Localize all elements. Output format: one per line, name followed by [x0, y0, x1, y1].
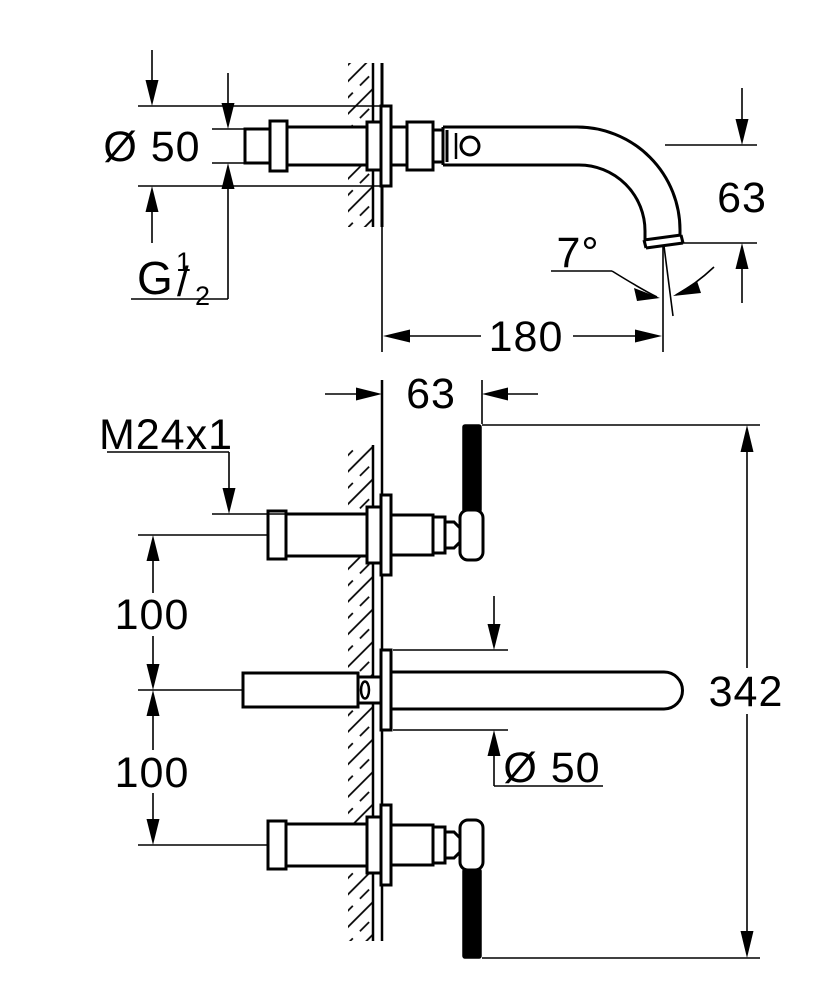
- spout-outlet-rim-left: [642, 239, 648, 249]
- spout-tube-outer-edge: [443, 125, 682, 235]
- escutcheon-diameter-label: Ø 50: [103, 123, 200, 171]
- spout-tube: [389, 670, 684, 711]
- valve-body: [284, 822, 369, 868]
- spout-flange: [389, 125, 409, 167]
- spout-escutcheon-label: Ø 50: [503, 744, 600, 792]
- lever-handle-down: [462, 868, 482, 959]
- handle-hub: [458, 508, 485, 562]
- side-view: Ø 50 G 1 / 2 63: [103, 50, 767, 361]
- arrow-right-icon: [635, 329, 662, 343]
- arrow-up-icon: [146, 535, 160, 561]
- arrow-left-icon: [482, 387, 508, 401]
- supply-stub: [243, 127, 272, 165]
- dimension-thread-g12: G 1 / 2: [131, 73, 262, 311]
- dimension-wall-clearance: 63: [325, 370, 538, 424]
- arrow-down-icon: [146, 664, 160, 690]
- arrow-down-icon: [740, 931, 754, 958]
- dimension-valve-thread: M24x1: [99, 411, 286, 515]
- arrow-down-icon: [735, 119, 749, 145]
- arrow-up-icon: [735, 243, 749, 269]
- dimension-spout-escutcheon: Ø 50: [393, 596, 603, 792]
- arrow-down-icon: [221, 103, 235, 129]
- spout-outlet-rim-right: [679, 234, 685, 244]
- valve-cap: [266, 509, 288, 561]
- arrow-up-icon: [221, 163, 235, 189]
- dimension-upper-spacing: 100: [115, 535, 190, 690]
- arrow-up-icon: [487, 730, 501, 756]
- spout-side: [389, 120, 685, 250]
- lower-spacing-label: 100: [115, 749, 190, 797]
- valve-thread-label: M24x1: [99, 411, 233, 459]
- outlet-axis-line: [663, 245, 674, 317]
- arrow-left-icon: [673, 281, 701, 296]
- upper-spacing-label: 100: [115, 591, 190, 639]
- arrow-down-icon: [146, 819, 160, 845]
- spout-drop-label: 63: [717, 174, 767, 222]
- dimension-lower-spacing: 100: [115, 690, 190, 845]
- dimension-escutcheon-diameter: Ø 50: [103, 50, 381, 243]
- valve-stem: [389, 513, 435, 557]
- valve-stem: [389, 823, 435, 867]
- spout-front: [241, 648, 684, 732]
- valve-body: [285, 125, 369, 167]
- dimension-spout-reach: 180: [383, 313, 662, 361]
- set-screw: [459, 135, 481, 157]
- valve-collar: [268, 119, 289, 173]
- upper-valve: [266, 424, 485, 577]
- front-view: 63 M24x1 100: [99, 370, 784, 959]
- spout-reach-label: 180: [489, 313, 564, 361]
- arrow-up-icon: [145, 186, 159, 212]
- arrow-up-icon: [740, 425, 754, 452]
- arrow-left-icon: [383, 329, 410, 343]
- lower-valve: [266, 803, 485, 959]
- arrow-right-icon: [634, 288, 660, 301]
- arrow-right-icon: [356, 387, 382, 401]
- overall-span-label: 342: [709, 668, 784, 716]
- wall-sleeve: [365, 120, 383, 172]
- dimension-spout-drop: 63: [665, 88, 767, 303]
- supply-pipe: [241, 671, 360, 709]
- dimension-spout-angle: 7°: [551, 229, 715, 352]
- thread-size-label: G 1 / 2: [137, 233, 211, 311]
- arrow-down-icon: [145, 80, 159, 106]
- spout-angle-label: 7°: [556, 229, 599, 277]
- spout-outlet-rim-bottom: [645, 241, 684, 250]
- stem-collar: [431, 825, 447, 865]
- dimension-overall-span: 342: [482, 424, 784, 959]
- arrow-down-icon: [222, 488, 236, 514]
- spout-collar: [405, 120, 435, 172]
- stem-collar: [431, 515, 447, 555]
- lever-handle-up: [462, 424, 482, 513]
- wall-sleeve: [365, 815, 383, 875]
- valve-body: [284, 512, 369, 558]
- arrow-down-icon: [487, 624, 501, 650]
- centerline-extensions: [138, 534, 268, 846]
- wall-clearance-label: 63: [406, 370, 456, 418]
- spout-tube-inner-edge: [443, 163, 647, 240]
- connector-detail: [359, 680, 371, 700]
- spout-outlet-rim-top: [643, 233, 682, 242]
- wall-sleeve: [365, 505, 383, 565]
- valve-cap: [266, 819, 288, 871]
- arrow-up-icon: [146, 690, 160, 716]
- handle-hub: [458, 818, 485, 872]
